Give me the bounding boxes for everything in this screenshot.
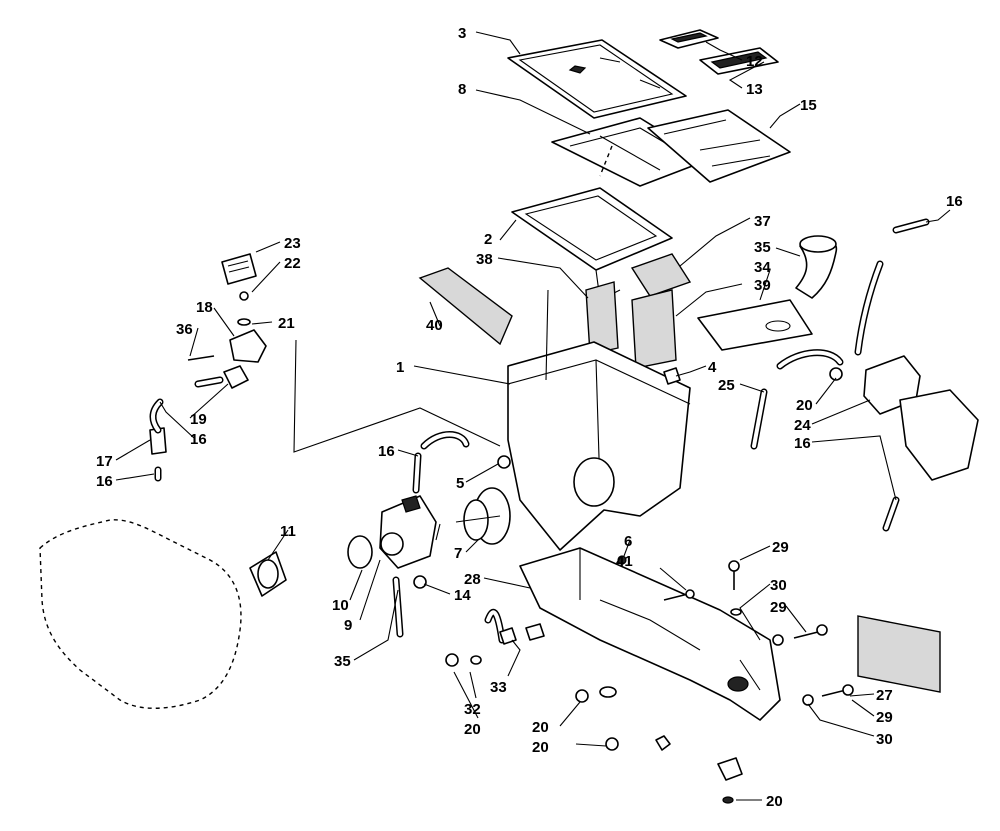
hardware — [187, 355, 854, 804]
callout-29: 29 — [876, 709, 893, 726]
callout-18: 18 — [196, 299, 213, 316]
callout-17: 17 — [96, 453, 113, 470]
callout-11: 11 — [280, 523, 296, 540]
callout-4: 4 — [708, 359, 717, 376]
part-15-gasket — [647, 109, 791, 183]
callout-labels: 3 12 13 8 15 16 23 22 2 37 35 34 38 39 1… — [96, 25, 963, 810]
callout-27: 27 — [876, 687, 893, 704]
callout-20: 20 — [532, 719, 549, 736]
callout-16: 16 — [946, 193, 963, 210]
callout-24: 24 — [794, 417, 811, 434]
part-28-intake-duct — [519, 547, 781, 721]
callout-25: 25 — [718, 377, 735, 394]
callout-32: 32 — [464, 701, 481, 718]
part-21-washer — [237, 318, 251, 326]
callout-20: 20 — [532, 739, 549, 756]
callout-39: 39 — [754, 277, 771, 294]
callout-leaders — [115, 31, 951, 801]
part-39-filter-pad — [631, 289, 677, 369]
callout-15: 15 — [800, 97, 817, 114]
engine-outline — [39, 519, 242, 709]
callout-29: 29 — [770, 599, 787, 616]
callout-16: 16 — [190, 431, 207, 448]
part-38-filter-pad — [585, 281, 619, 355]
callout-2: 2 — [484, 231, 492, 248]
part-22-nut — [239, 291, 249, 301]
part-10-clamp — [347, 535, 373, 569]
callout-12: 12 — [746, 53, 763, 70]
part-1-silencer-box — [507, 341, 691, 551]
part-12-plate — [659, 29, 719, 49]
callout-30: 30 — [770, 577, 787, 594]
callout-16: 16 — [378, 443, 395, 460]
callout-23: 23 — [284, 235, 301, 252]
callout-22: 22 — [284, 255, 301, 272]
part-carburetor — [379, 495, 437, 569]
callout-13: 13 — [746, 81, 763, 98]
callout-19: 19 — [190, 411, 207, 428]
part-13-grille — [699, 47, 779, 75]
part-18-bracket — [229, 329, 267, 363]
callout-16: 16 — [96, 473, 113, 490]
part-3-silencer-cover — [507, 39, 687, 119]
callout-37: 37 — [754, 213, 771, 230]
callout-1: 1 — [396, 359, 404, 376]
part-34-gasket — [697, 299, 813, 351]
callout-28: 28 — [464, 571, 481, 588]
callout-30: 30 — [876, 731, 893, 748]
callout-6: 6 — [624, 533, 632, 550]
callout-35: 35 — [334, 653, 351, 670]
callout-36: 36 — [176, 321, 193, 338]
part-40-filter-pad — [418, 267, 513, 346]
callout-5: 5 — [456, 475, 464, 492]
callout-20: 20 — [766, 793, 783, 810]
callout-38: 38 — [476, 251, 493, 268]
part-4-clip — [663, 367, 681, 385]
callout-3: 3 — [458, 25, 466, 42]
part-24-adapter — [863, 355, 979, 481]
part-11-intake-flange — [249, 551, 287, 597]
callout-10: 10 — [332, 597, 349, 614]
callout-9: 9 — [344, 617, 352, 634]
callout-21: 21 — [278, 315, 295, 332]
callout-20: 20 — [464, 721, 481, 738]
part-35-intake-elbow — [795, 235, 837, 299]
callout-29: 29 — [772, 539, 789, 556]
callout-14: 14 — [454, 587, 471, 604]
callout-34: 34 — [754, 259, 771, 276]
part-19-fitting — [223, 365, 249, 389]
callout-41: 41 — [616, 553, 633, 570]
callout-7: 7 — [454, 545, 462, 562]
part-7-flange — [463, 487, 511, 545]
callout-16: 16 — [794, 435, 811, 452]
part-23-label — [221, 253, 257, 285]
callout-40: 40 — [426, 317, 443, 334]
callout-33: 33 — [490, 679, 507, 696]
part-37-filter-pad — [630, 253, 692, 297]
callout-35: 35 — [754, 239, 771, 256]
part-27-foam-block — [857, 615, 941, 693]
callout-20: 20 — [796, 397, 813, 414]
callout-8: 8 — [458, 81, 466, 98]
